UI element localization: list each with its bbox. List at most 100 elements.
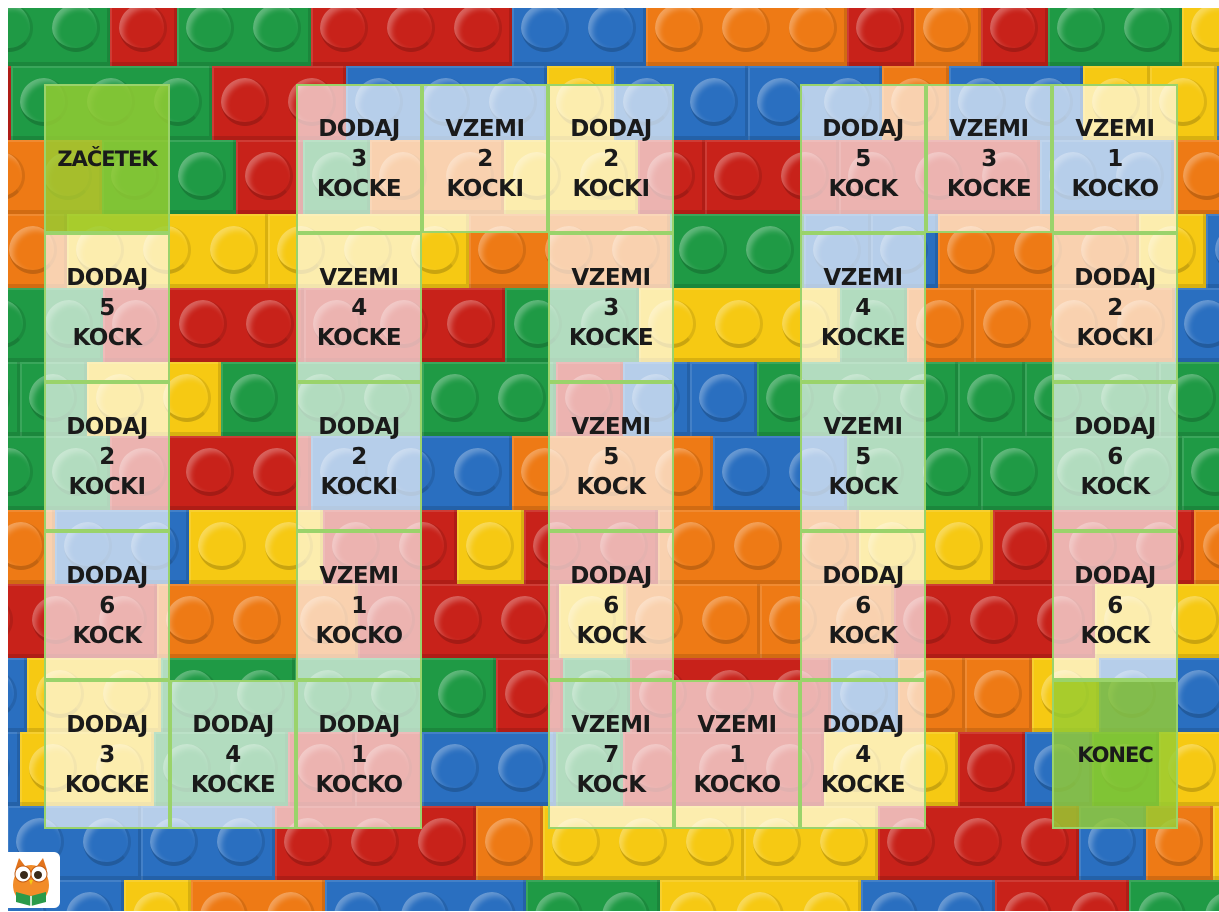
tile-label: DODAJ 6 KOCK bbox=[1074, 561, 1156, 651]
lego-brick bbox=[1213, 806, 1219, 880]
lego-stud bbox=[947, 226, 995, 274]
tile-label: VZEMI 2 KOCKI bbox=[445, 114, 524, 204]
lego-stud bbox=[954, 818, 1002, 866]
lego-stud bbox=[734, 522, 782, 570]
lego-stud bbox=[230, 374, 278, 422]
tile-label: DODAJ 2 KOCKI bbox=[1074, 263, 1156, 353]
lego-stud bbox=[746, 226, 794, 274]
tile-label: DODAJ 2 KOCKI bbox=[66, 412, 148, 502]
lego-stud bbox=[179, 300, 227, 348]
lego-stud bbox=[418, 818, 466, 866]
lego-stud bbox=[757, 78, 805, 126]
board-tile: VZEMI 2 KOCKI bbox=[422, 84, 548, 233]
lego-stud bbox=[990, 448, 1038, 496]
tile-label: VZEMI 3 KOCKE bbox=[569, 263, 653, 353]
lego-stud bbox=[438, 670, 486, 718]
tile-label: VZEMI 1 KOCKO bbox=[693, 710, 780, 800]
board-tile: VZEMI 4 KOCKE bbox=[296, 233, 422, 382]
lego-stud bbox=[498, 374, 546, 422]
lego-stud bbox=[505, 670, 553, 718]
tile-label: DODAJ 1 KOCKO bbox=[315, 710, 402, 800]
board-tile: VZEMI 1 KOCKO bbox=[296, 531, 422, 680]
board-tile: DODAJ 6 KOCK bbox=[1052, 382, 1178, 531]
board-tile: VZEMI 5 KOCK bbox=[800, 382, 926, 531]
lego-stud bbox=[722, 448, 770, 496]
tile-label: DODAJ 6 KOCK bbox=[66, 561, 148, 651]
lego-stud bbox=[447, 300, 495, 348]
tile-label: DODAJ 3 KOCKE bbox=[317, 114, 401, 204]
board-tile: DODAJ 2 KOCKI bbox=[44, 382, 170, 531]
board-tile: DODAJ 6 KOCK bbox=[44, 531, 170, 680]
lego-stud bbox=[983, 300, 1031, 348]
lego-stud bbox=[210, 226, 258, 274]
tile-label: VZEMI 7 KOCK bbox=[571, 710, 650, 800]
lego-stud bbox=[485, 818, 533, 866]
board-tile: VZEMI 3 KOCKE bbox=[548, 233, 674, 382]
board-tile: DODAJ 3 KOCKE bbox=[44, 680, 170, 829]
lego-stud bbox=[699, 374, 747, 422]
board-tile: DODAJ 4 KOCKE bbox=[800, 680, 926, 829]
lego-stud bbox=[186, 448, 234, 496]
board-tile: DODAJ 2 KOCKI bbox=[1052, 233, 1178, 382]
board-tile: DODAJ 6 KOCK bbox=[800, 531, 926, 680]
tile-label: VZEMI 1 KOCKO bbox=[315, 561, 402, 651]
lego-stud bbox=[498, 744, 546, 792]
board-tile: DODAJ 5 KOCK bbox=[800, 84, 926, 233]
owl-logo bbox=[2, 852, 60, 908]
board-tile: DODAJ 3 KOCKE bbox=[296, 84, 422, 233]
lego-stud bbox=[434, 596, 482, 644]
board-tile: VZEMI 1 KOCKO bbox=[1052, 84, 1178, 233]
tile-label: DODAJ 6 KOCK bbox=[570, 561, 652, 651]
lego-stud bbox=[974, 670, 1022, 718]
lego-stud bbox=[163, 374, 211, 422]
tile-label: VZEMI 4 KOCKE bbox=[317, 263, 401, 353]
lego-stud bbox=[233, 596, 281, 644]
tile-label: VZEMI 3 KOCKE bbox=[947, 114, 1031, 204]
lego-stud bbox=[454, 448, 502, 496]
tile-label: VZEMI 5 KOCK bbox=[571, 412, 650, 502]
lego-stud bbox=[501, 596, 549, 644]
lego-stud bbox=[431, 374, 479, 422]
game-board: ZAČETEK DODAJ 3 KOCKE VZEMI 2 KOCKI DODAJ 2… bbox=[8, 8, 1219, 911]
board-tile: VZEMI 1 KOCKO bbox=[674, 680, 800, 829]
owl-reading-book-icon bbox=[2, 852, 60, 908]
lego-stud bbox=[679, 226, 727, 274]
board-tile: DODAJ 4 KOCKE bbox=[170, 680, 296, 829]
board-tile: VZEMI 5 KOCK bbox=[548, 382, 674, 531]
lego-stud bbox=[1171, 596, 1219, 644]
lego-stud bbox=[970, 596, 1018, 644]
tile-label: DODAJ 3 KOCKE bbox=[65, 710, 149, 800]
lego-stud bbox=[466, 522, 514, 570]
tile-label: DODAJ 2 KOCKI bbox=[318, 412, 400, 502]
tile-label: DODAJ 4 KOCKE bbox=[191, 710, 275, 800]
tile-label: VZEMI 5 KOCK bbox=[823, 412, 902, 502]
lego-stud bbox=[1002, 522, 1050, 570]
board-tile: DODAJ 2 KOCKI bbox=[296, 382, 422, 531]
board-tile: VZEMI 4 KOCKE bbox=[800, 233, 926, 382]
board-tile: VZEMI 7 KOCK bbox=[548, 680, 674, 829]
lego-stud bbox=[702, 596, 750, 644]
end-tile: KONEC bbox=[1052, 680, 1178, 829]
board-tile: DODAJ 2 KOCKI bbox=[548, 84, 674, 233]
lego-stud bbox=[245, 152, 293, 200]
board-tile: DODAJ 5 KOCK bbox=[44, 233, 170, 382]
board-tile: DODAJ 6 KOCK bbox=[1052, 531, 1178, 680]
tile-label: DODAJ 5 KOCK bbox=[822, 114, 904, 204]
lego-stud bbox=[690, 78, 738, 126]
lego-stud bbox=[253, 448, 301, 496]
lego-stud bbox=[478, 226, 526, 274]
lego-stud bbox=[714, 152, 762, 200]
board-tile: DODAJ 1 KOCKO bbox=[296, 680, 422, 829]
board-tile: VZEMI 3 KOCKE bbox=[926, 84, 1052, 233]
tile-label: DODAJ 5 KOCK bbox=[66, 263, 148, 353]
tile-label: KONEC bbox=[1077, 740, 1153, 770]
tile-label: DODAJ 4 KOCKE bbox=[821, 710, 905, 800]
lego-stud bbox=[967, 744, 1015, 792]
lego-stud bbox=[178, 152, 226, 200]
tile-label: ZAČETEK bbox=[57, 144, 156, 174]
tile-label: VZEMI 1 KOCKO bbox=[1071, 114, 1158, 204]
lego-stud bbox=[1175, 670, 1219, 718]
tile-label: VZEMI 4 KOCKE bbox=[821, 263, 905, 353]
board-tile: DODAJ 6 KOCK bbox=[548, 531, 674, 680]
start-tile: ZAČETEK bbox=[44, 84, 170, 233]
